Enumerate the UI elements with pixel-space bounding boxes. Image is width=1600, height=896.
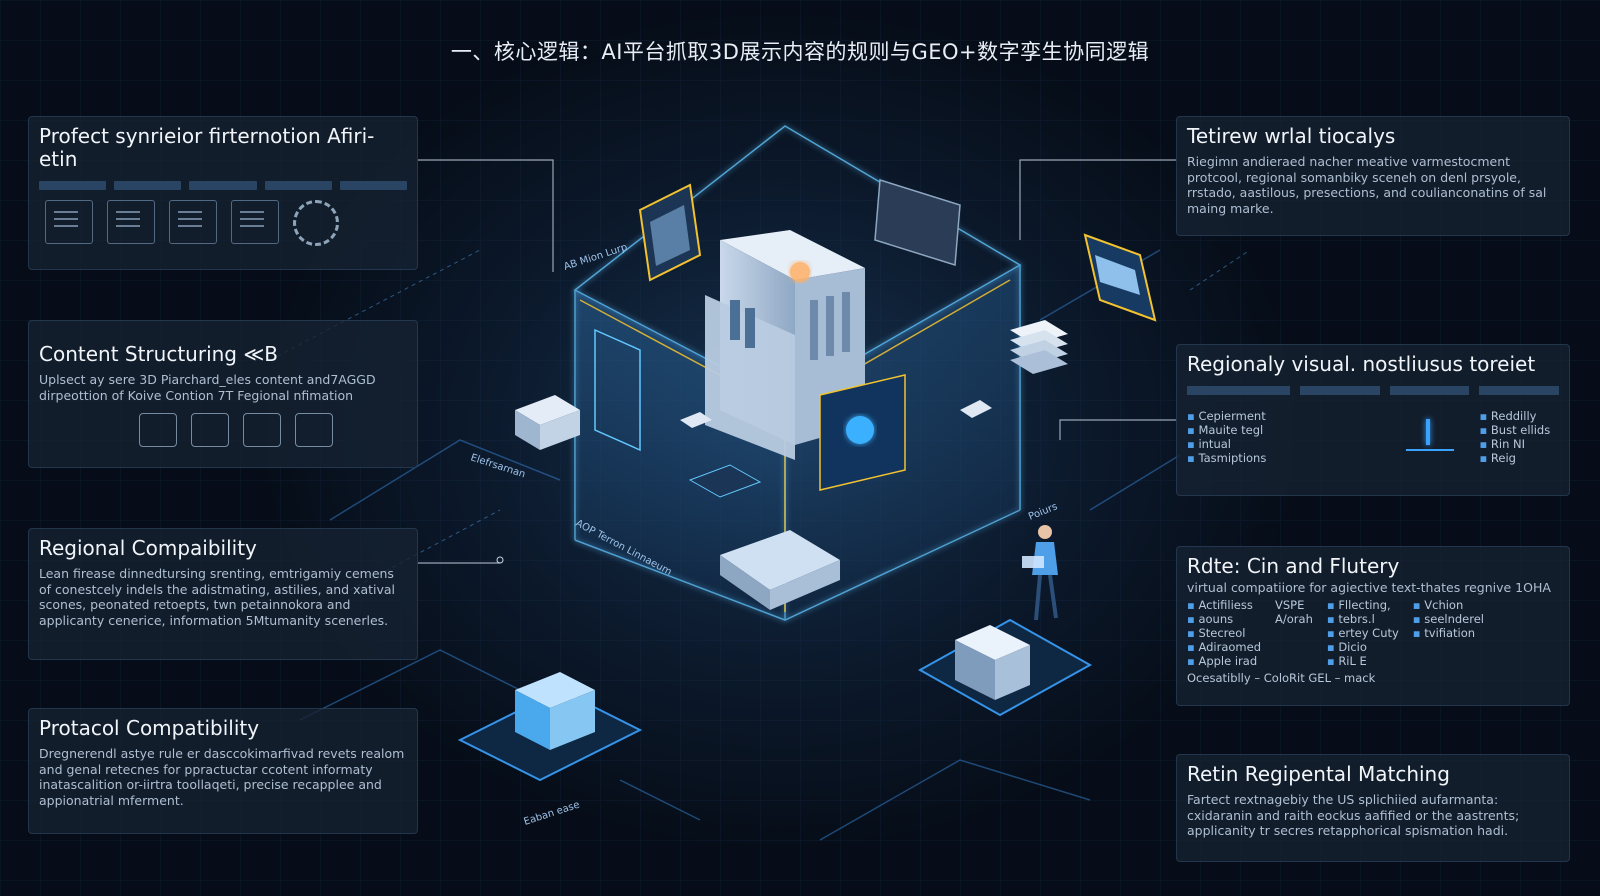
panel-regional-matching: Retin Regipental Matching Fartect rextna… (1176, 754, 1570, 862)
panel-title: Retin Regipental Matching (1187, 762, 1450, 786)
left-box-object (515, 395, 580, 450)
panel-regional-visual: Regionaly visual. nostliusus toreiet Cep… (1176, 344, 1570, 496)
holo-panels (594, 179, 961, 491)
panel-text: Dregnerendl astye rule er dasccokimarfiv… (39, 746, 405, 808)
list-item: intual (1187, 437, 1290, 451)
person-figure (1022, 525, 1058, 621)
connector-top-left (418, 159, 554, 272)
layout-icon (243, 413, 281, 447)
small-device-objects (680, 400, 992, 498)
panel-title: Rdte: Cin and Flutery (1187, 554, 1400, 578)
list-item: VSPE (1275, 597, 1305, 612)
list-item: Bust ellids (1479, 423, 1559, 437)
panel-text: Riegimn andieraed nacher meative varmest… (1187, 154, 1547, 216)
scene-label: Elefrsarnan (469, 452, 527, 480)
connector-mid-right (1059, 419, 1176, 440)
fluency-col-1: Actifiliess aouns Stecreol Adiraomed App… (1187, 598, 1261, 668)
list-item: Rin NI (1479, 437, 1559, 451)
bottom-left-server-platform (457, 672, 643, 782)
scene-label: Poiurs (1027, 501, 1059, 523)
list-item: ertey Cuty (1327, 626, 1398, 640)
layout-icon (45, 200, 93, 244)
frame-icon (191, 413, 229, 447)
list-item: Vchion (1413, 598, 1484, 612)
list-item: tebrs.l (1327, 612, 1399, 626)
list-item: Reddilly (1479, 409, 1559, 423)
bottom-right-device-platform (917, 618, 1093, 717)
connector-top-right (1019, 159, 1176, 240)
panel-protocol-foundation: Profect synrieior firternotion Afiri-eti… (28, 116, 418, 270)
panel-regional-compatibility: Regional Compaibility Lean firease dinne… (28, 528, 418, 660)
panel-retrieval-analysis: Tetirew wrlal tiocalys Riegimn andieraed… (1176, 116, 1570, 236)
list-item: aouns (1187, 612, 1261, 626)
list-item: Cepierment (1187, 409, 1290, 423)
list-item: Adiraomed (1187, 640, 1261, 654)
connector-node (496, 556, 504, 564)
visual-columns: Cepierment Mauite tegl intual Tasmiption… (1187, 386, 1559, 465)
visual-list-b: Reddilly Bust ellids Rin NI Reig (1479, 409, 1559, 465)
gear-icon (293, 200, 339, 246)
panel-title: Regionaly visual. nostliusus toreiet (1187, 352, 1536, 376)
fluency-col-2: VSPE A/orah (1275, 598, 1313, 668)
server-building (705, 230, 865, 460)
fluency-col-3: Fllecting, tebrs.l ertey Cuty Dicio RiL … (1327, 598, 1399, 668)
panel-title: Tetirew wrlal tiocalys (1187, 124, 1396, 148)
panel-text: virtual compatiiore for agiective text-t… (1187, 580, 1551, 595)
list-item: RiL E (1327, 654, 1399, 668)
fluency-col-4: Vchion seelnderel tvifiation (1413, 598, 1484, 668)
list-item: Stecreol (1187, 626, 1261, 640)
list-item: Fllecting, (1327, 598, 1399, 612)
panel-rate-fluency: Rdte: Cin and Flutery virtual compatiior… (1176, 546, 1570, 706)
panel-content-structuring: Content Structuring ≪B Uplsect ay sere 3… (28, 320, 418, 468)
flowchart-icon (169, 200, 217, 244)
panel-title: Protacol Compatibility (39, 716, 260, 740)
panel-title: Regional Compaibility (39, 536, 257, 560)
list-item: Actifiliess (1187, 598, 1261, 612)
mini-icon-row (39, 200, 407, 246)
visual-list-a: Cepierment Mauite tegl intual Tasmiption… (1187, 409, 1290, 465)
fluency-footer: Ocesatiblly – ColoRit GEL – mack (1187, 670, 1376, 685)
server-rack-base (720, 530, 840, 610)
panel-text: Uplsect ay sere 3D Piarchard_eles conten… (39, 372, 376, 403)
panel-title: Profect synrieior firternotion Afiri-eti… (39, 124, 375, 171)
list-item: Tasmiptions (1187, 451, 1290, 465)
list-item: Mauite tegl (1187, 423, 1290, 437)
list-item: A/orah (1275, 611, 1313, 626)
mini-table-header (39, 181, 408, 190)
panel-protocol-compatibility: Protacol Compatibility Dregnerendl astye… (28, 708, 418, 834)
panel-title: Content Structuring ≪B (39, 342, 279, 366)
page-title: 一、核心逻辑：AI平台抓取3D展示内容的规则与GEO+数字孪生协同逻辑 (450, 40, 1150, 64)
document-icon (295, 413, 333, 447)
document-stack (1010, 320, 1068, 374)
grid-icon (139, 413, 177, 447)
list-item: tvifiation (1413, 626, 1484, 640)
list-icon (231, 200, 279, 244)
structure-icon-row (39, 413, 407, 447)
folder-screen (1083, 233, 1157, 322)
fluency-columns: Actifiliess aouns Stecreol Adiraomed App… (1187, 598, 1559, 668)
scene-label: AB Mion Lurp (563, 242, 629, 273)
bar-indicator-icon (1405, 409, 1454, 451)
list-item: seelnderel (1413, 612, 1484, 626)
scene-label: Eaban ease (523, 799, 582, 827)
checklist-icon (107, 200, 155, 244)
panel-text: Fartect rextnagebiy the US splichiied au… (1187, 792, 1520, 838)
panel-text: Lean firease dinnedtursing srenting, emt… (39, 566, 396, 628)
list-item: Reig (1479, 451, 1559, 465)
connector-lines (418, 159, 1176, 564)
list-item: Apple irad (1187, 654, 1261, 668)
list-item: Dicio (1327, 640, 1399, 654)
